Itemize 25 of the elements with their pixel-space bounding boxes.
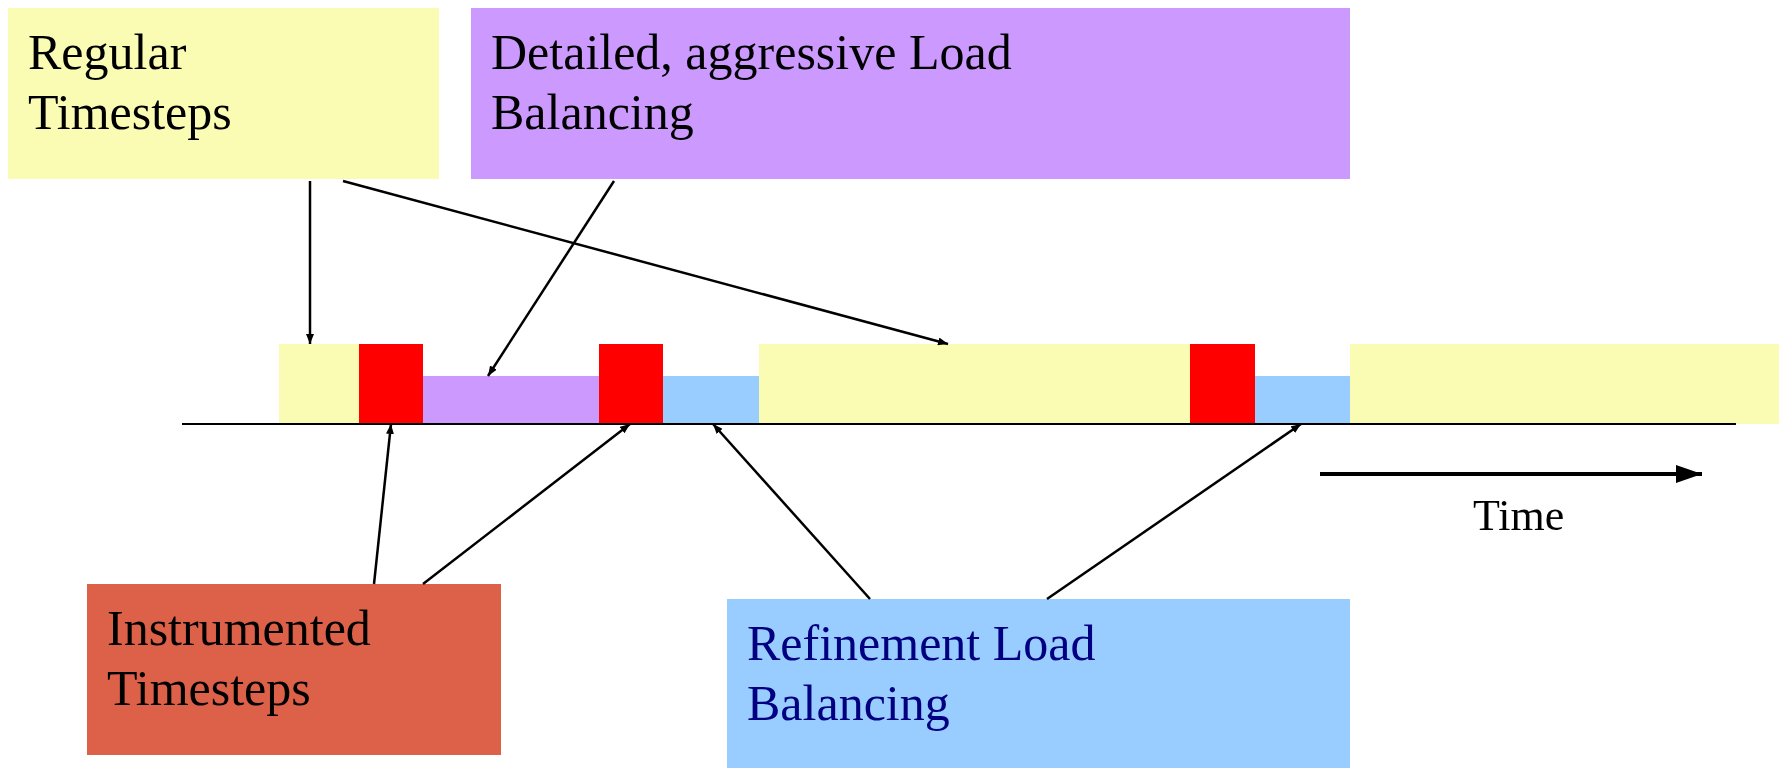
arrow [1046, 422, 1302, 601]
label-box [727, 599, 1350, 768]
arrow [422, 423, 631, 585]
axis-label: Time [1473, 490, 1565, 541]
label-box [471, 8, 1350, 179]
timeline-bar [359, 344, 423, 424]
arrow [372, 423, 394, 585]
arrow [342, 179, 949, 346]
arrow [486, 180, 616, 377]
box-text: Detailed, aggressive Load Balancing [491, 23, 1013, 142]
timeline-bar [759, 344, 1190, 424]
arrow [712, 423, 871, 600]
timeline-bar [599, 344, 663, 424]
timeline-bar [423, 376, 599, 424]
arrow [306, 181, 314, 344]
timeline-bar [1255, 376, 1350, 424]
box-text: Regular Timesteps [28, 23, 233, 142]
box-text: Refinement Load Balancing [747, 614, 1097, 733]
timeline-bar [1350, 344, 1779, 424]
label-box [87, 584, 501, 755]
timeline-bar [663, 376, 759, 424]
label-box [8, 8, 439, 179]
timeline-bar [279, 344, 359, 424]
box-text: Instrumented Timesteps [107, 599, 372, 718]
timeline-bar [1190, 344, 1255, 424]
